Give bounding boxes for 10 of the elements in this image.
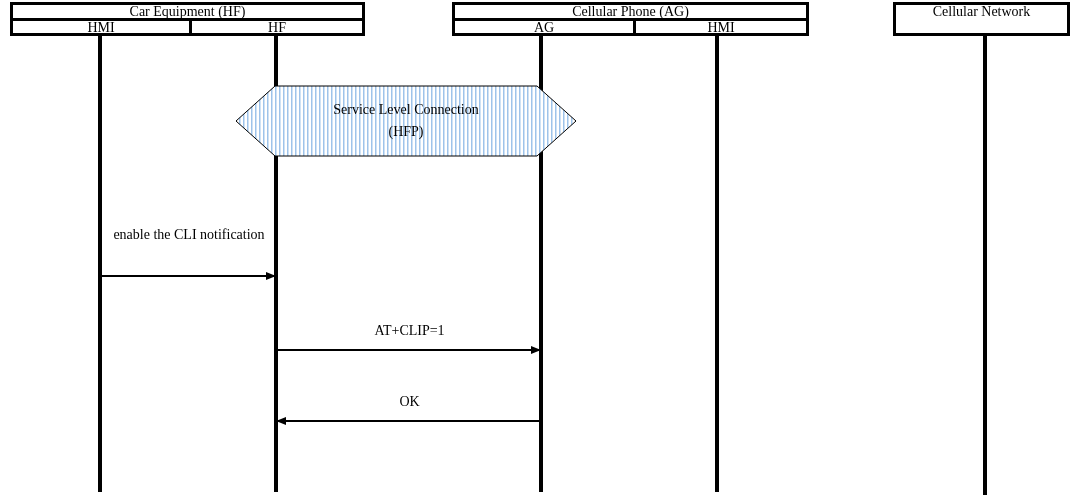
banner-text: Service Level Connection (HFP) (332, 101, 480, 141)
participant-box (10, 2, 365, 21)
message-arrow (276, 346, 541, 354)
message-arrow (276, 417, 541, 425)
participant-name: Cellular Network (931, 5, 1032, 19)
participant-name: Car Equipment (HF) (128, 5, 247, 19)
participant-box (452, 2, 809, 21)
hexagon-banner (235, 85, 577, 157)
message-arrow (100, 272, 276, 280)
participant-name: Cellular Phone (AG) (571, 5, 690, 19)
